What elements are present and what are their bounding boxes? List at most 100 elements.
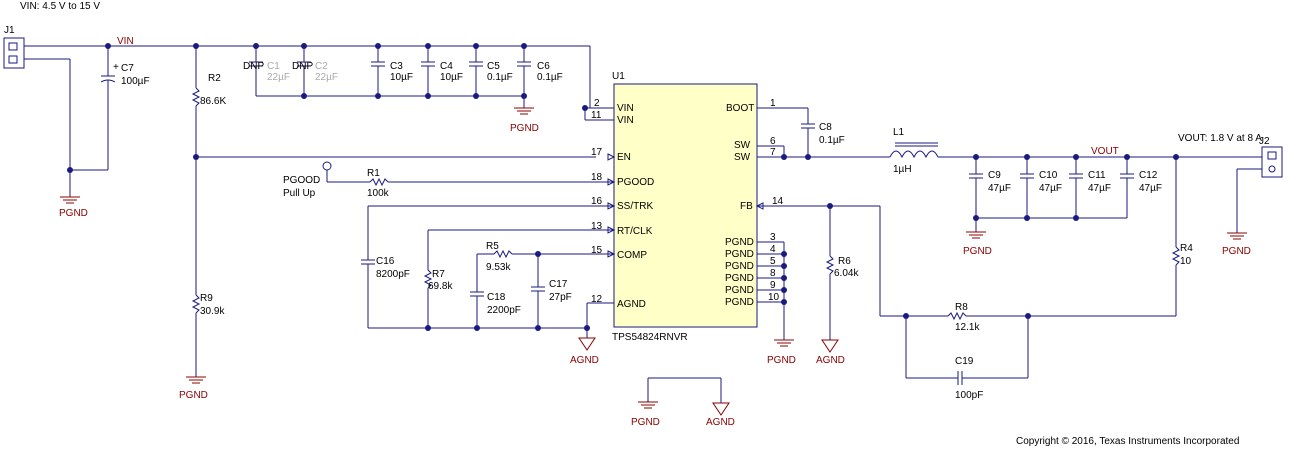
svg-text:C17: C17 (549, 279, 568, 290)
r2-resistor: R2 86.6K (191, 43, 226, 295)
svg-text:PGND: PGND (725, 261, 754, 272)
svg-text:11: 11 (591, 110, 602, 121)
svg-text:10µF: 10µF (440, 72, 463, 83)
pgnd-pin-bus (757, 241, 787, 340)
svg-text:SS/TRK: SS/TRK (617, 201, 653, 212)
svg-text:0.1µF: 0.1µF (819, 135, 845, 146)
svg-text:6: 6 (770, 136, 776, 147)
svg-text:10µF: 10µF (390, 72, 413, 83)
svg-text:PGND: PGND (725, 237, 754, 248)
svg-text:R8: R8 (955, 302, 968, 313)
svg-text:RT/CLK: RT/CLK (617, 226, 653, 237)
svg-text:30.9k: 30.9k (200, 306, 225, 317)
svg-text:AGND: AGND (816, 355, 845, 366)
svg-text:VIN: VIN (617, 103, 634, 114)
svg-text:Pull Up: Pull Up (283, 188, 316, 199)
svg-text:0.1µF: 0.1µF (537, 72, 563, 83)
svg-text:PGND: PGND (179, 390, 208, 401)
svg-text:PGND: PGND (725, 297, 754, 308)
pgnd-symbol: PGND (179, 376, 208, 401)
svg-text:EN: EN (617, 152, 631, 163)
svg-text:AGND: AGND (617, 299, 646, 310)
pin-arrows (607, 153, 764, 258)
svg-text:DNP: DNP (243, 61, 264, 72)
svg-text:+: + (113, 62, 119, 73)
boot-capacitor: C8 0.1µF (757, 107, 845, 157)
svg-text:22µF: 22µF (315, 72, 338, 83)
svg-text:PGOOD: PGOOD (283, 175, 320, 186)
svg-text:9: 9 (770, 280, 776, 291)
r9-resistor: R9 30.9k (191, 293, 225, 377)
svg-text:22µF: 22µF (267, 72, 290, 83)
svg-text:10: 10 (1180, 256, 1192, 267)
feedback-network: R6 6.04k R8 12.1k C19 100pF R4 10 (757, 154, 1193, 401)
svg-text:3: 3 (770, 232, 776, 243)
agnd-symbol: AGND (570, 337, 599, 366)
svg-text:47µF: 47µF (1088, 183, 1111, 194)
svg-text:5: 5 (770, 256, 776, 267)
svg-text:AGND: AGND (570, 355, 599, 366)
svg-text:8200pF: 8200pF (376, 269, 410, 280)
svg-text:2: 2 (594, 98, 600, 109)
svg-text:100k: 100k (367, 188, 390, 199)
svg-text:4: 4 (770, 244, 776, 255)
svg-text:PGND: PGND (767, 355, 796, 366)
vin-net-label: VIN (117, 36, 134, 47)
svg-text:R9: R9 (200, 293, 213, 304)
svg-text:R7: R7 (432, 269, 445, 280)
svg-text:R6: R6 (838, 256, 851, 267)
svg-text:C4: C4 (440, 61, 453, 72)
svg-text:VIN: VIN (617, 115, 634, 126)
pgnd-symbol: PGND (767, 339, 796, 366)
pgnd-symbol: PGND (510, 107, 539, 134)
svg-text:PGND: PGND (59, 208, 88, 219)
svg-text:COMP: COMP (617, 250, 647, 261)
agnd-symbol: AGND (816, 339, 845, 366)
c7-ref: C7 (121, 63, 134, 74)
copyright-label: Copyright © 2016, Texas Instruments Inco… (1016, 436, 1239, 447)
pgnd-symbol: PGND (1222, 232, 1251, 257)
svg-text:SW: SW (734, 152, 751, 163)
vin-range-label: VIN: 4.5 V to 15 V (20, 1, 100, 12)
svg-text:9.53k: 9.53k (486, 262, 511, 273)
svg-text:12: 12 (591, 294, 603, 305)
input-capacitor-bank: DNP C1 22µF DNP C2 22µF C3 10µF C4 10µF … (243, 43, 563, 108)
ic-u1: U1 TPS54824RNVR 2 VIN 11 VIN 17 EN 18 PG… (591, 71, 784, 343)
svg-text:SW: SW (734, 140, 751, 151)
svg-text:17: 17 (591, 147, 603, 158)
svg-text:R5: R5 (486, 241, 499, 252)
svg-text:C10: C10 (1039, 170, 1058, 181)
c7-capacitor: + C7 100µF (67, 43, 150, 173)
pgnd-symbol: PGND (963, 231, 992, 257)
c7-value: 100µF (121, 76, 150, 87)
svg-text:1µH: 1µH (893, 164, 912, 175)
svg-text:47µF: 47µF (988, 183, 1011, 194)
svg-text:2200pF: 2200pF (487, 305, 521, 316)
output-capacitor-bank: C9 47µF C10 47µF C11 47µF C12 47µF (969, 154, 1162, 232)
svg-text:69.8k: 69.8k (428, 281, 453, 292)
svg-text:27pF: 27pF (549, 292, 572, 303)
vout-spec-label: VOUT: 1.8 V at 8 A (1178, 133, 1262, 144)
svg-text:BOOT: BOOT (726, 103, 754, 114)
svg-text:C2: C2 (315, 61, 328, 72)
svg-text:12.1k: 12.1k (955, 322, 980, 333)
svg-text:PGND: PGND (725, 249, 754, 260)
j2-connector: J2 (1236, 136, 1283, 233)
svg-text:PGND: PGND (1222, 246, 1251, 257)
svg-text:FB: FB (740, 201, 753, 212)
svg-text:L1: L1 (893, 127, 905, 138)
svg-text:C12: C12 (1139, 170, 1158, 181)
svg-text:10: 10 (768, 292, 780, 303)
pgood-pullup: PGOOD Pull Up R1 100k (283, 161, 614, 199)
svg-text:R1: R1 (367, 168, 380, 179)
compensation-network: C16 8200pF R7 69.8k R5 9.53k C18 2200pF … (361, 205, 614, 338)
svg-text:R4: R4 (1180, 243, 1193, 254)
j1-label: J1 (4, 25, 15, 36)
svg-text:C1: C1 (267, 61, 280, 72)
svg-text:18: 18 (591, 172, 603, 183)
svg-text:C3: C3 (390, 61, 403, 72)
svg-text:13: 13 (591, 221, 603, 232)
svg-text:PGOOD: PGOOD (617, 177, 654, 188)
svg-text:1: 1 (770, 98, 776, 109)
